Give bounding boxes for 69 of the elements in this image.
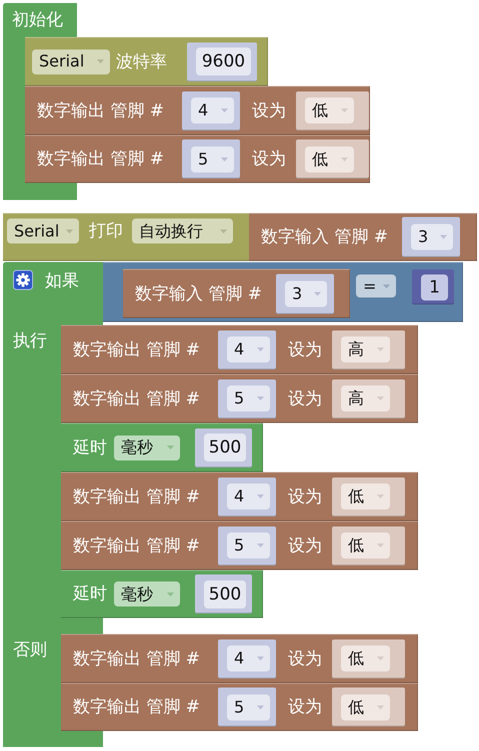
block-label: 数字输出 管脚 # xyxy=(73,340,200,360)
block-label: 延时 xyxy=(73,438,107,458)
dropdown: 低 xyxy=(341,646,390,672)
dropdown: Serial xyxy=(32,49,110,74)
block-label: 设为 xyxy=(288,697,322,717)
block-label: 延时 xyxy=(73,584,107,604)
dropdown: = xyxy=(356,274,396,298)
dropdown: 5 xyxy=(191,146,234,172)
dropdown: 5 xyxy=(227,532,270,558)
block-label: 数字输出 管脚 # xyxy=(73,697,200,717)
digital-write-block xyxy=(61,472,418,521)
block-label: 数字输出 管脚 # xyxy=(73,486,200,506)
delay-block xyxy=(61,570,263,618)
digital-write-block xyxy=(61,374,418,423)
digital-write-block xyxy=(61,634,418,683)
block-label: 设为 xyxy=(252,149,286,169)
block-label: 数字输入 管脚 # xyxy=(135,284,262,304)
block-label: 设为 xyxy=(288,340,322,360)
dropdown: Serial xyxy=(7,218,80,244)
digital-read-block xyxy=(249,213,477,261)
number-field: 1 xyxy=(421,274,448,300)
dropdown: 3 xyxy=(411,224,453,250)
digital-write-block xyxy=(61,325,418,374)
dropdown: 自动换行 xyxy=(132,218,233,244)
dropdown: 高 xyxy=(341,336,390,362)
compare-block xyxy=(103,262,463,322)
serial-print-block xyxy=(3,213,477,261)
dropdown: 毫秒 xyxy=(114,582,180,606)
block-label: 数字输出 管脚 # xyxy=(73,388,200,408)
number-field: 9600 xyxy=(196,48,251,76)
dropdown: 毫秒 xyxy=(114,435,180,460)
dropdown: 5 xyxy=(227,386,270,412)
block-label: 数字输入 管脚 # xyxy=(261,227,388,247)
digital-write-block xyxy=(61,521,418,570)
block-label: 数字输出 管脚 # xyxy=(73,648,200,668)
block-label: 打印 xyxy=(89,221,123,241)
dropdown: 4 xyxy=(227,646,270,672)
dropdown: 低 xyxy=(341,694,390,720)
block-label: 设为 xyxy=(288,648,322,668)
dropdown: 4 xyxy=(227,484,270,510)
digital-write-block xyxy=(25,86,370,135)
dropdown: 3 xyxy=(285,280,327,306)
dropdown: 低 xyxy=(305,98,354,124)
dropdown: 5 xyxy=(227,694,270,720)
dropdown: 低 xyxy=(341,532,390,558)
dropdown: 高 xyxy=(341,386,390,412)
block-label: 设为 xyxy=(288,388,322,408)
block-label: 设为 xyxy=(288,486,322,506)
dropdown: 4 xyxy=(191,98,234,124)
block-label: 数字输出 管脚 # xyxy=(37,100,164,120)
block-label: 如果 xyxy=(45,271,79,291)
block-label: 数字输出 管脚 # xyxy=(37,149,164,169)
block-label: 执行 xyxy=(13,331,47,351)
serial-baud-block xyxy=(25,37,268,86)
block-label: 设为 xyxy=(252,100,286,120)
dropdown: 低 xyxy=(341,484,390,510)
digital-read-block xyxy=(123,269,350,318)
dropdown: 4 xyxy=(227,336,270,362)
dropdown: 低 xyxy=(305,146,354,172)
block-label: 波特率 xyxy=(116,52,167,72)
block-label: 设为 xyxy=(288,536,322,556)
digital-write-block xyxy=(61,683,418,731)
number-field: 500 xyxy=(204,434,246,462)
block-label: 数字输出 管脚 # xyxy=(73,536,200,556)
block-label: 否则 xyxy=(13,640,47,660)
delay-block xyxy=(61,423,263,472)
number-field: 500 xyxy=(204,580,246,608)
block-label: 初始化 xyxy=(12,10,63,30)
digital-write-block xyxy=(25,135,370,183)
